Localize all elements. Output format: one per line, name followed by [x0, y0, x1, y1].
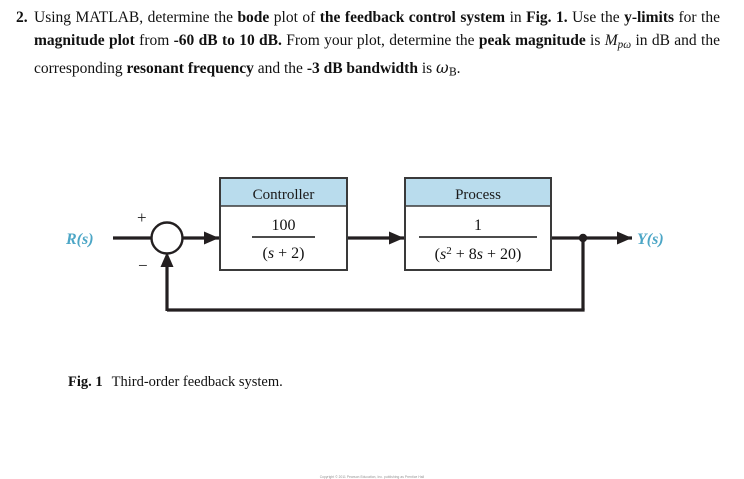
- problem-emphasis: peak magnitude: [478, 32, 586, 49]
- problem-run: from: [134, 32, 174, 49]
- peak-magnitude-symbol: Mpω: [604, 32, 632, 51]
- figure-caption-text: Third-order feedback system.: [111, 374, 283, 390]
- problem-run: From your plot, determine the: [281, 32, 479, 49]
- input-signal-label: R(s): [65, 231, 94, 248]
- problem-run: is: [417, 59, 437, 77]
- process-numerator: 1: [474, 217, 482, 234]
- controller-block-header-fill: [221, 179, 346, 206]
- problem-emphasis: -3 dB bandwidth: [306, 59, 418, 77]
- problem-emphasis: bode: [237, 9, 270, 26]
- summing-junction: [150, 221, 184, 255]
- controller-numerator: 100: [272, 217, 296, 234]
- summing-junction-plus: +: [137, 208, 147, 227]
- process-block: Process 1 (s2 + 8s + 20): [404, 177, 552, 271]
- copyright-notice: Copyright © 2011 Pearson Education, Inc.…: [319, 475, 425, 479]
- feedback-tap-node: [578, 233, 588, 243]
- problem-emphasis: y-limits: [624, 9, 675, 26]
- problem-run: in dB and the corresponding: [34, 32, 720, 77]
- block-diagram: + − R(s) Y(s) Controller 100 (s + 2) Pro…: [0, 150, 744, 479]
- problem-run: in: [505, 9, 527, 26]
- controller-title: Controller: [253, 187, 315, 203]
- figure-caption-number: Fig. 1: [68, 374, 103, 390]
- controller-denominator: (s + 2): [263, 245, 305, 262]
- problem-run: plot of: [269, 9, 320, 26]
- arrowhead-feedback: [160, 252, 174, 267]
- arrowhead-to-controller: [204, 231, 219, 245]
- problem-run: .: [456, 59, 461, 77]
- process-denominator: (s2 + 8s + 20): [435, 245, 522, 263]
- problem-run: and the: [253, 59, 307, 77]
- problem-emphasis: magnitude plot: [34, 32, 135, 49]
- arrowhead-to-process: [389, 231, 404, 245]
- diagram-wires: [113, 236, 632, 312]
- arrowhead-to-output: [617, 231, 632, 245]
- bandwidth-symbol: ωB: [436, 58, 457, 79]
- controller-block: Controller 100 (s + 2): [219, 177, 348, 271]
- problem-emphasis: -60 dB to 10 dB.: [173, 32, 282, 49]
- process-block-header-fill: [406, 179, 550, 206]
- problem-number: 2.: [16, 9, 28, 26]
- problem-run: Using MATLAB, determine the: [34, 9, 238, 26]
- problem-emphasis: resonant frequency: [126, 59, 254, 77]
- problem-run: for the: [674, 9, 721, 26]
- problem-emphasis: the feedback control system: [319, 9, 506, 26]
- problem-run: is: [585, 32, 605, 49]
- figure-caption: Fig. 1 Third-order feedback system.: [68, 374, 283, 391]
- problem-run: Use the: [567, 9, 625, 26]
- output-signal-label: Y(s): [637, 231, 664, 248]
- problem-statement: 2. Using MATLAB, determine the bode plot…: [0, 6, 744, 83]
- problem-emphasis: Fig. 1.: [526, 9, 568, 26]
- problem-row: 2. Using MATLAB, determine the bode plot…: [0, 6, 730, 83]
- summing-junction-minus: −: [138, 256, 148, 275]
- process-title: Process: [455, 187, 501, 203]
- problem-text: Using MATLAB, determine the bode plot of…: [34, 6, 730, 83]
